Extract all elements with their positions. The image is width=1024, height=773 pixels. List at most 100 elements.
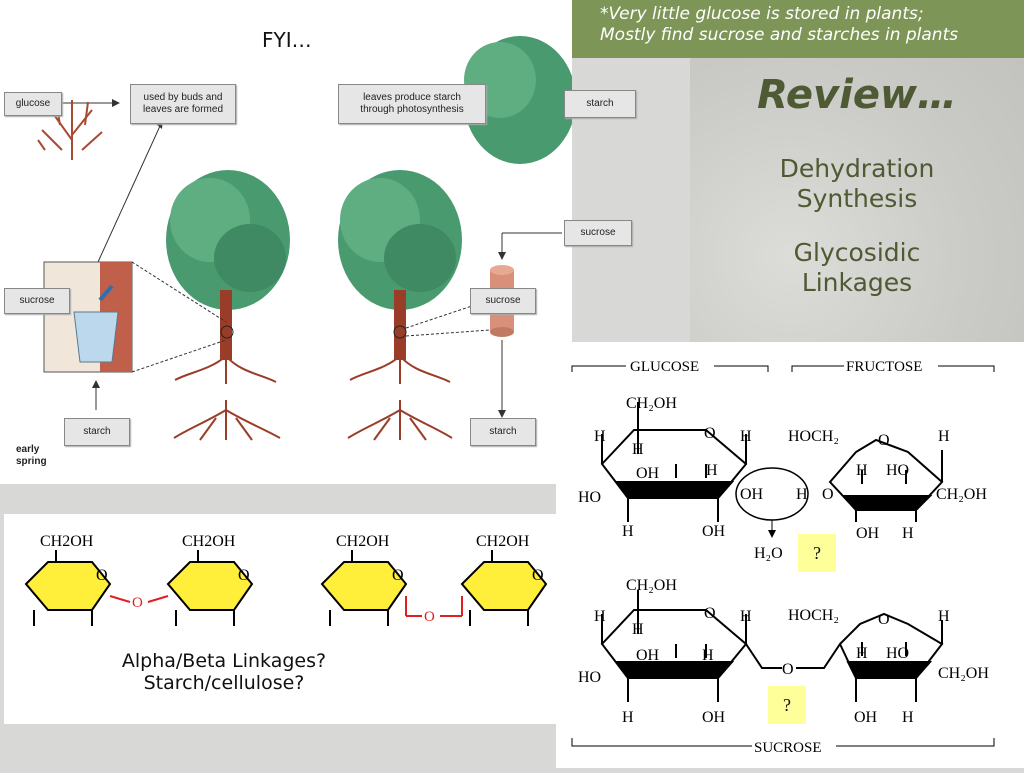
label-used-by-buds-line1: used by buds and: [143, 92, 223, 103]
top-frc-ho: HO: [886, 462, 909, 479]
linkage-diagram: O O O O O O CH2OH CH2OH CH2OH CH2OH: [24, 533, 548, 626]
water-h: H: [796, 486, 808, 503]
review-item2-line2: Linkages: [801, 268, 913, 297]
top-glc-h1: H: [594, 428, 606, 445]
water-label: H₂O: [754, 545, 783, 562]
review-item1-line2: Synthesis: [796, 184, 918, 213]
top-glc-h3: H: [706, 462, 718, 479]
label-early-spring: early spring: [16, 444, 47, 468]
label-early: early: [16, 444, 40, 455]
beta-linkage: [405, 596, 463, 617]
sucrose-structures: GLUCOSE FRUCTOSE SUCROSE CH₂OH O H H OH …: [571, 359, 995, 756]
ring2-o: O: [238, 567, 250, 584]
label-sucrose-left: sucrose: [4, 288, 70, 314]
label-leaves-produce-starch: leaves produce starch through photosynth…: [338, 84, 486, 124]
top-glc-ch2oh: CH₂OH: [626, 395, 677, 412]
bot-link-o: O: [782, 661, 794, 678]
linkage-caption-line2: Starch/cellulose?: [143, 672, 305, 694]
top-glc-h4: H: [740, 428, 752, 445]
bot-frc-h1: H: [938, 608, 950, 625]
label-leaves-produce-line2: through photosynthesis: [360, 104, 464, 115]
left-tree: [166, 170, 290, 441]
fructose-ring-bottom: [838, 612, 944, 702]
top-glc-h2: H: [632, 441, 644, 458]
bot-glc-oh2: OH: [702, 709, 726, 726]
label-sucrose-middle: sucrose: [470, 288, 536, 314]
alpha-linkage: [109, 595, 169, 603]
bot-frc-oh: OH: [854, 709, 878, 726]
bot-frc-o: O: [878, 611, 890, 628]
linkage-caption: Alpha/Beta Linkages? Starch/cellulose?: [74, 650, 374, 694]
label-starch-left: starch: [64, 418, 130, 446]
glucose-ring-bottom: [600, 590, 841, 702]
bot-frc-ch2oh: CH₂OH: [938, 665, 989, 682]
note-line2: Mostly find sucrose and starches in plan…: [600, 25, 959, 45]
review-title: Review…: [757, 72, 957, 118]
top-frc-o-link: O: [822, 486, 834, 503]
label-glucose: glucose: [4, 92, 62, 116]
review-item1-line1: Dehydration: [779, 154, 935, 183]
bot-frc-ho: HO: [886, 645, 909, 662]
note-line1: *Very little glucose is stored in plants…: [600, 4, 924, 24]
question-box-link: ?: [768, 686, 806, 724]
bucket-inset: [43, 261, 227, 373]
bush-illustration: [37, 99, 103, 160]
bot-glc-ch2oh: CH₂OH: [626, 577, 677, 594]
water-oh: OH: [740, 486, 764, 503]
top-frc-o: O: [878, 432, 890, 449]
bot-frc-hoch2: HOCH₂: [788, 607, 839, 624]
ring-oxygen-labels: O O O O: [96, 567, 544, 584]
label-spring: spring: [16, 456, 47, 467]
label-used-by-buds: used by buds and leaves are formed: [130, 84, 236, 124]
linkage-caption-line1: Alpha/Beta Linkages?: [121, 650, 327, 672]
fructose-header: FRUCTOSE: [846, 359, 922, 375]
top-glc-ho: HO: [578, 489, 601, 506]
ring3-ch2oh: CH2OH: [336, 533, 390, 550]
fyi-label: FYI…: [262, 28, 312, 52]
ring4-ch2oh: CH2OH: [476, 533, 530, 550]
ring2-ch2oh: CH2OH: [182, 533, 236, 550]
top-frc-oh: OH: [856, 525, 880, 542]
label-sucrose-right: sucrose: [564, 220, 632, 246]
top-frc-ch2oh: CH₂OH: [936, 486, 987, 503]
top-glc-h5: H: [622, 523, 634, 540]
tree-diagram-panel: glucose used by buds and leaves are form…: [0, 0, 599, 484]
label-leaves-produce-line1: leaves produce starch: [363, 92, 461, 103]
linkage-panel: O O O O O O CH2OH CH2OH CH2OH CH2OH Alph…: [4, 514, 556, 724]
bot-frc-h3: H: [902, 709, 914, 726]
right-tree: [338, 170, 462, 441]
bot-glc-h1: H: [594, 608, 606, 625]
top-frc-h3: H: [902, 525, 914, 542]
ring-4: [460, 561, 548, 611]
bot-glc-h2: H: [632, 621, 644, 638]
bot-glc-h4: H: [740, 608, 752, 625]
review-item2-line1: Glycosidic: [793, 238, 921, 267]
ring3-o: O: [392, 567, 404, 584]
ring-2: [166, 561, 254, 611]
sucrose-panel: GLUCOSE FRUCTOSE SUCROSE CH₂OH O H H OH …: [556, 342, 1024, 768]
bot-glc-oh1: OH: [636, 647, 660, 664]
glucose-ring-top: [600, 402, 748, 522]
review-item-dehydration: Dehydration Synthesis: [690, 154, 1024, 214]
bot-glc-o: O: [704, 605, 716, 622]
top-frc-h2: H: [856, 462, 868, 479]
top-glc-o: O: [704, 425, 716, 442]
review-item-glycosidic: Glycosidic Linkages: [690, 238, 1024, 298]
ring4-o: O: [532, 567, 544, 584]
question-box-water: ?: [798, 534, 836, 572]
label-used-by-buds-line2: leaves are formed: [142, 104, 224, 115]
top-frc-hoch2: HOCH₂: [788, 428, 839, 445]
glucose-header: GLUCOSE: [630, 359, 699, 375]
beta-link-o: O: [424, 609, 435, 625]
bot-glc-h5: H: [622, 709, 634, 726]
sucrose-footer: SUCROSE: [754, 740, 822, 756]
fructose-ring-top: [828, 438, 944, 522]
tree-diagram-art: [37, 36, 599, 441]
bot-glc-ho: HO: [578, 669, 601, 686]
ring-1: [24, 561, 112, 611]
ring1-ch2oh: CH2OH: [40, 533, 94, 550]
label-starch-right: starch: [470, 418, 536, 446]
review-panel: Review… Dehydration Synthesis Glycosidic…: [690, 58, 1024, 342]
bot-glc-h3: H: [702, 647, 714, 664]
top-glc-oh2: OH: [702, 523, 726, 540]
